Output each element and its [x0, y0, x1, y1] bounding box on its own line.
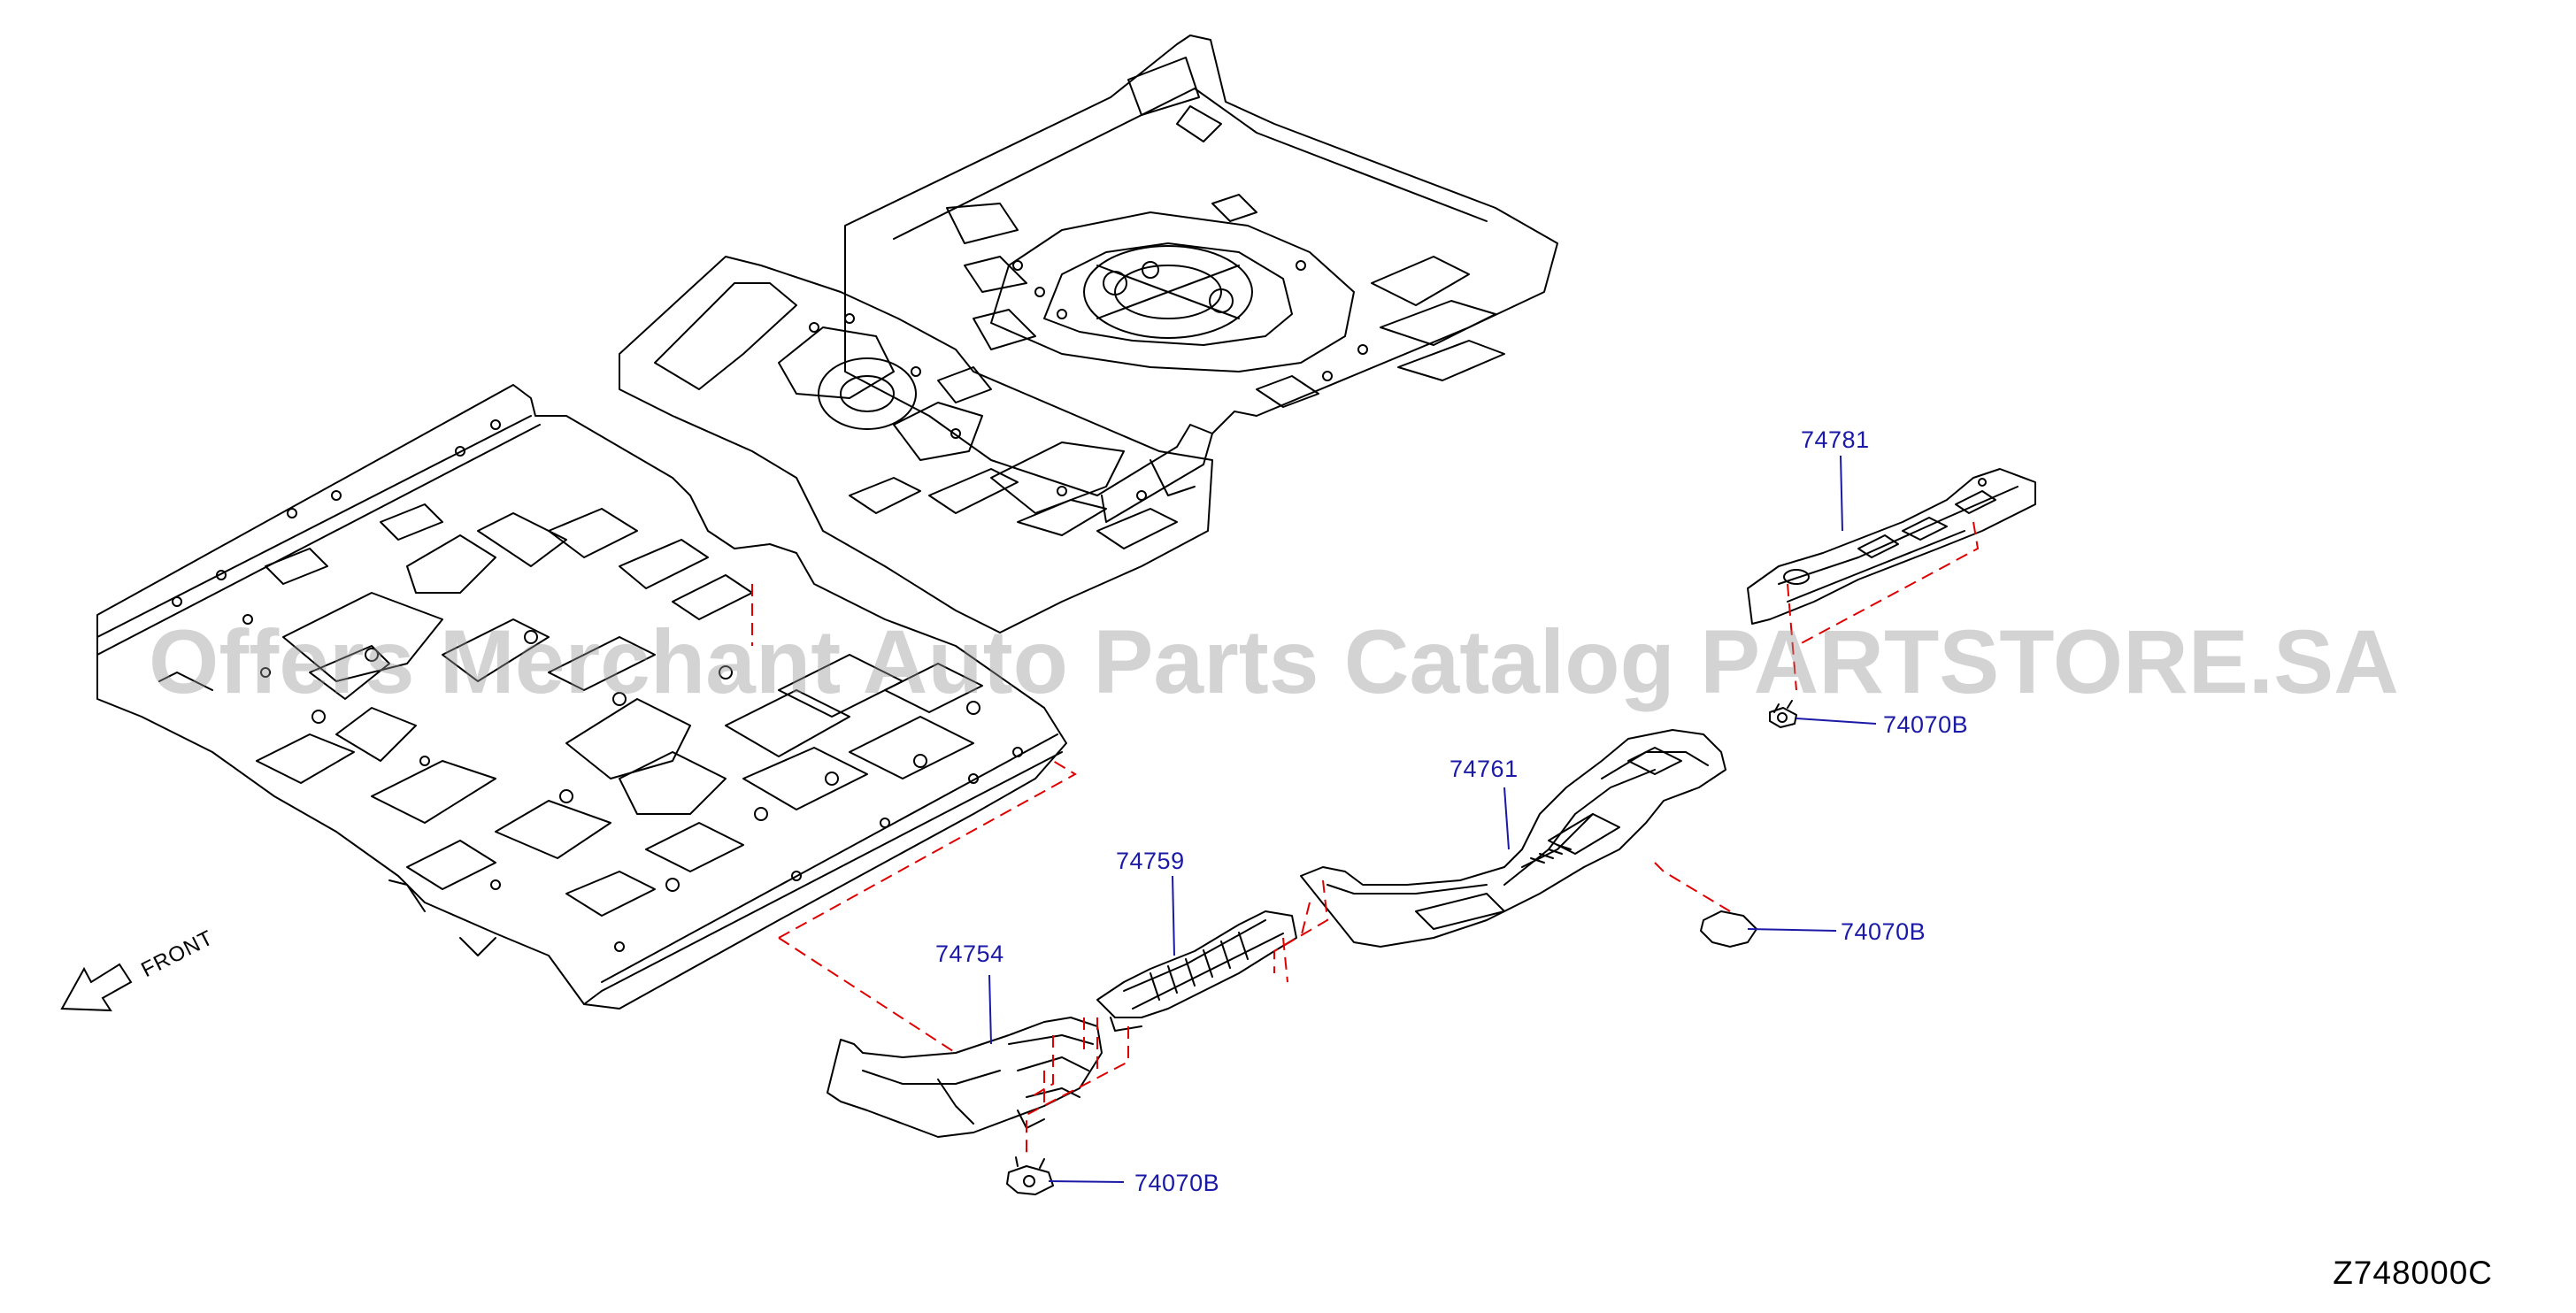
watermark-text: Offers Merchant Auto Parts Catalog PARTS…	[149, 611, 2399, 712]
clip-74070b-bottom	[1006, 1156, 1054, 1195]
heat-insulator-74754	[827, 1017, 1103, 1138]
heat-insulator-74761	[1300, 729, 1726, 948]
callout-74070b-middle[interactable]: 74070B	[1841, 918, 1926, 945]
clip-74070b-middle	[1700, 910, 1757, 948]
callout-74761[interactable]: 74761	[1449, 756, 1519, 782]
dashed-leader-lines	[751, 521, 1980, 1159]
callout-74754[interactable]: 74754	[935, 941, 1004, 967]
rear-floor-panel	[844, 35, 1558, 523]
heat-insulator-74781	[1747, 468, 2036, 625]
front-arrow-icon	[60, 963, 133, 1012]
clip-74070b-top	[1769, 700, 1797, 728]
callout-74070b-bottom[interactable]: 74070B	[1134, 1170, 1220, 1196]
callout-74070b-top[interactable]: 74070B	[1883, 711, 1969, 738]
diagram-code: Z748000C	[2333, 1255, 2493, 1291]
front-floor-panel	[96, 384, 1067, 1010]
callout-74781[interactable]: 74781	[1801, 426, 1870, 453]
center-floor-panel	[619, 256, 1213, 633]
callout-leaders	[988, 455, 1877, 1183]
callout-74759[interactable]: 74759	[1116, 848, 1185, 874]
heat-insulator-74759	[1096, 910, 1297, 1032]
